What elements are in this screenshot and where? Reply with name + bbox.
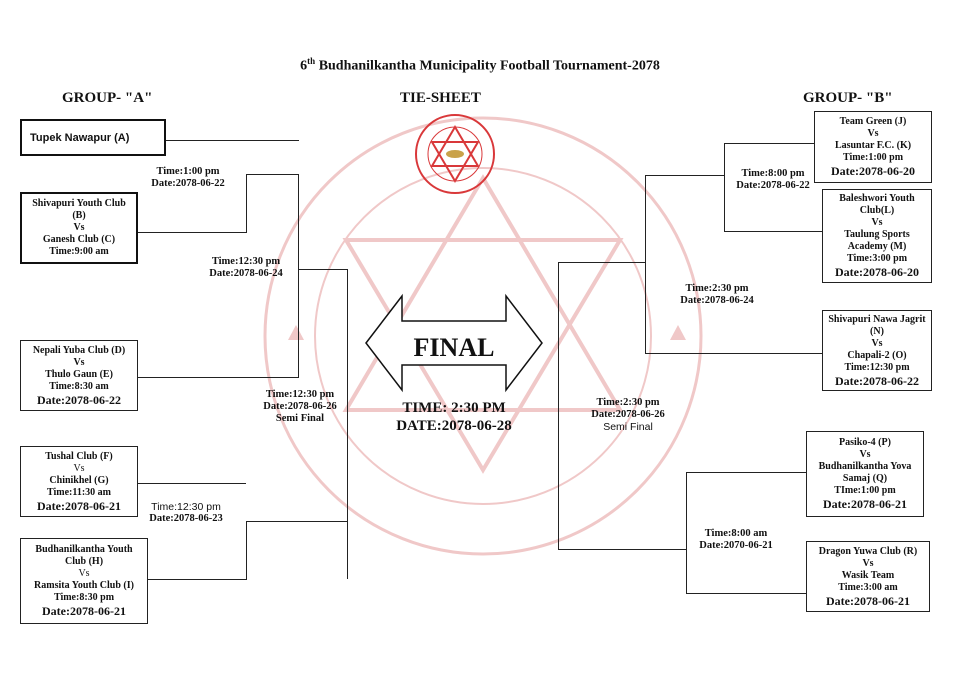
team-name: Budhanilkantha Youth Club (H) xyxy=(35,544,133,567)
bracket-line xyxy=(148,579,246,580)
match-time: Time:3:00 pm xyxy=(846,253,908,264)
bracket-line xyxy=(138,377,299,378)
bracket-line xyxy=(645,353,822,354)
match-date: Date:2078-06-21 xyxy=(826,593,910,608)
match-date: Date:2078-06-22 xyxy=(37,392,121,407)
bracket-line xyxy=(686,593,806,594)
match-time: Time:8:30 pm xyxy=(53,592,115,603)
match-time: Time:11:30 am xyxy=(47,486,111,498)
vs-label: Vs xyxy=(73,222,85,233)
vs-label: Vs xyxy=(871,337,883,349)
match-box-a2: Shivapuri Youth Club (B) Vs Ganesh Club … xyxy=(20,192,138,264)
team-name: Nepali Yuba Club (D) xyxy=(32,344,126,356)
match-date: Date:2078-06-21 xyxy=(42,604,126,618)
group-b-header: GROUP- "B" xyxy=(803,90,893,106)
vs-label: Vs xyxy=(867,128,879,139)
bracket-line xyxy=(347,269,348,579)
tournament-title: 6th Budhanilkantha Municipality Football… xyxy=(300,56,660,74)
bracket-line xyxy=(645,175,646,354)
bracket-line xyxy=(298,269,347,270)
team-name: Shivapuri Youth Club (B) xyxy=(32,198,126,221)
bracket-line xyxy=(686,472,806,473)
final-time: TIME: 2:30 PM xyxy=(402,400,506,416)
team-name: Budhanilkantha Yova Samaj (Q) xyxy=(818,461,912,484)
match-time: Time:3:00 am xyxy=(838,581,898,593)
team-name: Shivapuri Nawa Jagrit (N) xyxy=(828,313,926,337)
bracket-line xyxy=(138,483,246,484)
bracket-line xyxy=(558,262,646,263)
final-date: DATE:2078-06-28 xyxy=(396,418,512,434)
vs-label: Vs xyxy=(73,462,85,474)
match-box-b5: Dragon Yuwa Club (R) Vs Wasik Team Time:… xyxy=(806,541,930,612)
bracket-line xyxy=(166,140,299,141)
team-name: Lasuntar F.C. (K) xyxy=(834,140,912,151)
match-box-b3: Shivapuri Nawa Jagrit (N) Vs Chapali-2 (… xyxy=(822,310,932,391)
bracket-line xyxy=(558,549,687,550)
match-date: Date:2078-06-20 xyxy=(835,265,919,279)
final-label: FINAL xyxy=(413,333,495,362)
match-box-a3: Nepali Yuba Club (D) Vs Thulo Gaun (E) T… xyxy=(20,340,138,411)
match-date: Date:2078-06-20 xyxy=(831,164,915,178)
match-box-b2: Baleshwori Youth Club(L) Vs Taulung Spor… xyxy=(822,189,932,283)
bracket-line xyxy=(724,143,725,232)
match-time: Time:8:30 am xyxy=(49,380,109,392)
bracket-line xyxy=(724,231,822,232)
bracket-line xyxy=(724,143,814,144)
team-name: Chinikhel (G) xyxy=(49,474,109,486)
match-time: Time:12:30 pm xyxy=(844,361,910,373)
match-box-b1: Team Green (J) Vs Lasuntar F.C. (K) Time… xyxy=(814,111,932,183)
match-box-a1: Tupek Nawapur (A) xyxy=(20,119,166,156)
team-name: Ganesh Club (C) xyxy=(42,234,116,245)
team-name: Baleshwori Youth Club(L) xyxy=(839,193,915,216)
team-name: Chapali-2 (O) xyxy=(847,349,907,361)
bracket-line xyxy=(246,174,299,175)
bracket-line xyxy=(246,521,347,522)
team-name: Pasiko-4 (P) xyxy=(839,437,891,448)
team-name: Team Green (J) xyxy=(839,116,907,127)
bracket-line xyxy=(298,269,299,378)
team-name: Ramsita Youth Club (I) xyxy=(34,580,134,591)
bracket-line xyxy=(686,472,687,594)
match-box-a4: Tushal Club (F) Vs Chinikhel (G) Time:11… xyxy=(20,446,138,517)
match-time: Time:9:00 am xyxy=(49,246,109,257)
bracket-line xyxy=(246,521,247,580)
bracket-line xyxy=(246,174,247,233)
team-name: Thulo Gaun (E) xyxy=(45,368,113,380)
vs-label: Vs xyxy=(859,449,871,460)
vs-label: Vs xyxy=(862,557,874,569)
group-a-header: GROUP- "A" xyxy=(62,90,153,106)
match-date: Date:2078-06-22 xyxy=(835,373,919,388)
tie-sheet-header: TIE-SHEET xyxy=(400,90,481,106)
bracket-line xyxy=(558,262,559,550)
match-box-a5: Budhanilkantha Youth Club (H) Vs Ramsita… xyxy=(20,538,148,624)
team-name: Tushal Club (F) xyxy=(45,450,113,462)
team-name: Wasik Team xyxy=(841,569,895,581)
vs-label: Vs xyxy=(73,356,85,368)
bracket-line xyxy=(298,174,299,269)
vs-label: Vs xyxy=(871,217,883,228)
match-date: Date:2078-06-21 xyxy=(823,497,907,511)
match-time: TIme:1:00 pm xyxy=(834,485,896,496)
match-date: Date:2078-06-21 xyxy=(37,498,121,513)
bracket-line xyxy=(138,232,246,233)
final-double-arrow xyxy=(365,293,543,393)
bracket-line xyxy=(645,175,725,176)
team-name: Dragon Yuwa Club (R) xyxy=(818,545,918,557)
team-name: Tupek Nawapur (A) xyxy=(30,131,130,144)
vs-label: Vs xyxy=(78,568,90,579)
match-time: Time:1:00 pm xyxy=(842,152,904,163)
yuba-samaj-logo xyxy=(397,112,517,196)
match-box-b4: Pasiko-4 (P) Vs Budhanilkantha Yova Sama… xyxy=(806,431,924,517)
team-name: Taulung Sports Academy (M) xyxy=(844,229,910,252)
